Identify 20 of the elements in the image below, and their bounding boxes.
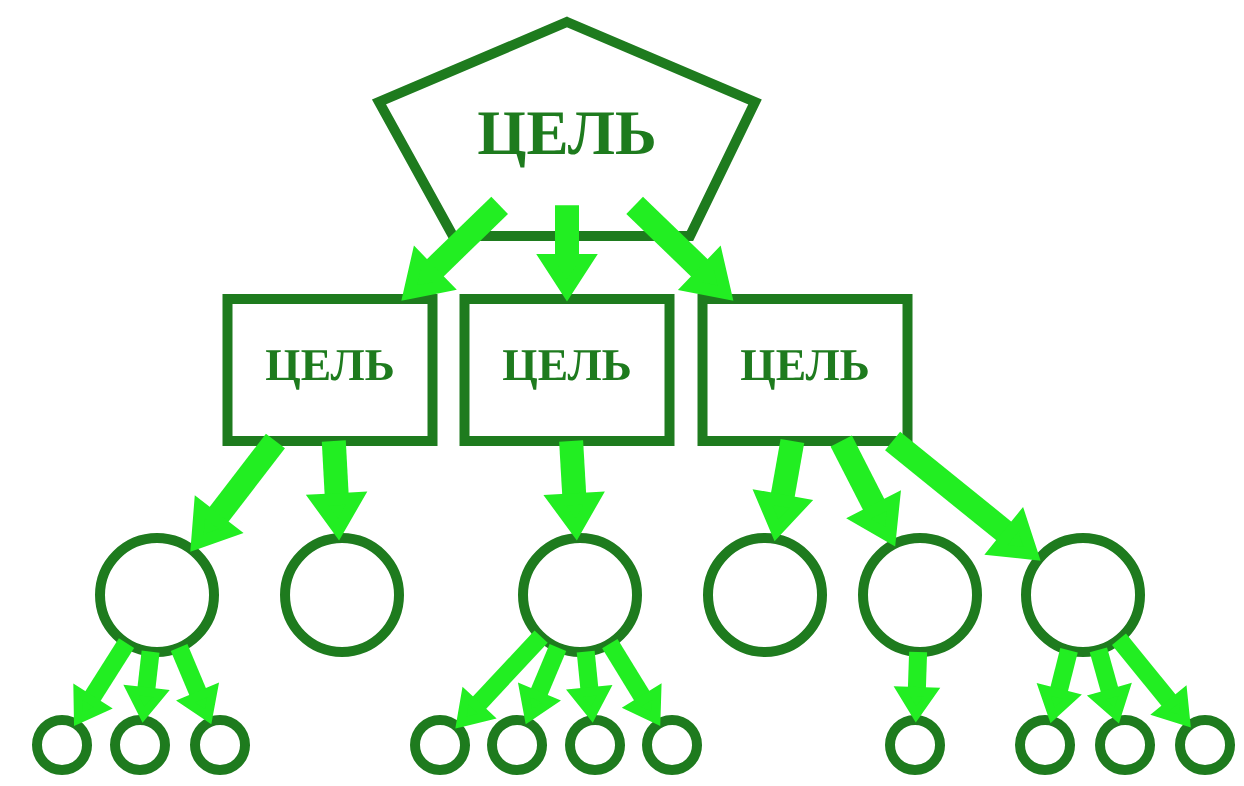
- circle-shape: [487, 715, 547, 775]
- circle-shape: [642, 715, 702, 775]
- circle-shape: [32, 715, 92, 775]
- goal-box: ЦЕЛЬ: [697, 294, 913, 446]
- circle-shape: [565, 715, 625, 775]
- circle-shape: [1095, 715, 1155, 775]
- circle-shape: [885, 715, 945, 775]
- circle-shape: [518, 533, 642, 657]
- circle-shape: [110, 715, 170, 775]
- goal-box: ЦЕЛЬ: [222, 294, 438, 446]
- circle-shape: [1175, 715, 1235, 775]
- circle-shape: [703, 533, 827, 657]
- circle-shape: [858, 533, 982, 657]
- circle-shape: [190, 715, 250, 775]
- circle-shape: [1021, 533, 1145, 657]
- circle-shape: [410, 715, 470, 775]
- circle-shape: [280, 533, 404, 657]
- circle-shape: [1015, 715, 1075, 775]
- goal-box: ЦЕЛЬ: [459, 294, 675, 446]
- circle-shape: [95, 533, 219, 657]
